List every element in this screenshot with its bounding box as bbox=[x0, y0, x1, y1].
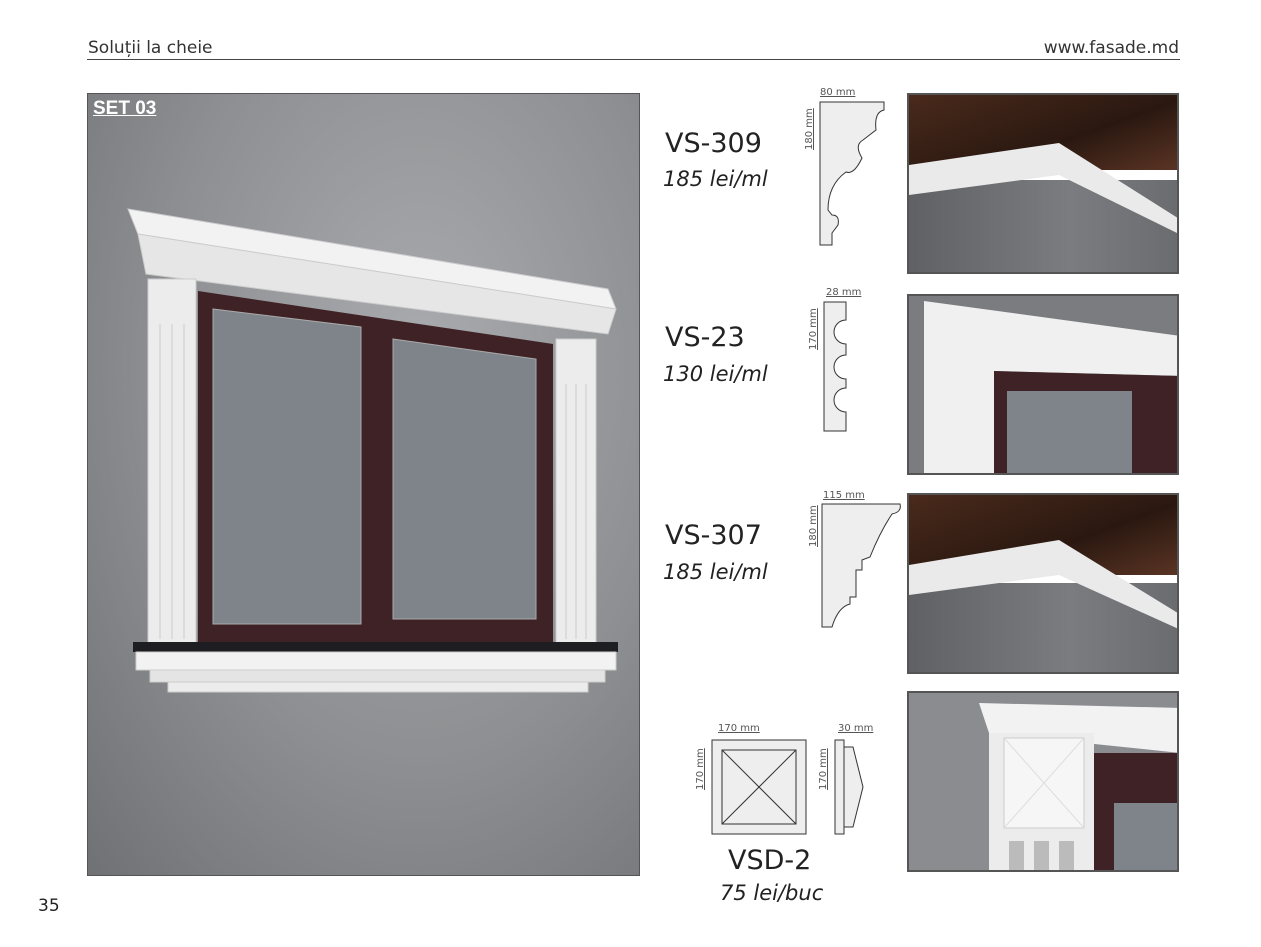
width-dimension: 28 mm bbox=[826, 287, 862, 298]
header-left: Soluții la cheie bbox=[88, 38, 213, 58]
window-set-image: SET 03 bbox=[87, 93, 640, 876]
vsd-2-photo bbox=[907, 691, 1179, 872]
width-dimension: 80 mm bbox=[820, 87, 856, 98]
product-price: 185 lei/ml bbox=[663, 167, 768, 191]
product-code: VSD-2 bbox=[728, 845, 812, 876]
product-code: VS-309 bbox=[665, 128, 762, 159]
vs-309-profile-drawing bbox=[819, 101, 885, 246]
vs-309-photo bbox=[907, 93, 1179, 274]
header-website: www.fasade.md bbox=[1043, 38, 1179, 58]
width-dimension: 170 mm bbox=[718, 723, 760, 734]
set-label: SET 03 bbox=[93, 98, 157, 119]
vs-307-profile-drawing bbox=[821, 503, 901, 628]
height-dimension: 180 mm bbox=[808, 505, 819, 547]
width-dimension: 115 mm bbox=[823, 490, 865, 501]
header-divider bbox=[87, 59, 1180, 60]
depth-dimension: 30 mm bbox=[838, 723, 874, 734]
height-dimension: 170 mm bbox=[808, 308, 819, 350]
window-illustration bbox=[127, 208, 618, 693]
product-code: VS-23 bbox=[665, 322, 745, 353]
vsd-2-drawing bbox=[711, 739, 864, 835]
page-number: 35 bbox=[38, 896, 60, 916]
product-price: 185 lei/ml bbox=[663, 560, 768, 584]
height-dimension: 170 mm bbox=[695, 748, 706, 790]
height-dimension: 180 mm bbox=[804, 108, 815, 150]
vs-307-photo bbox=[907, 493, 1179, 674]
product-code: VS-307 bbox=[665, 520, 762, 551]
product-price: 75 lei/buc bbox=[720, 881, 824, 905]
vs-23-photo bbox=[907, 294, 1179, 475]
product-price: 130 lei/ml bbox=[663, 362, 768, 386]
vs-23-profile-drawing bbox=[823, 301, 847, 432]
